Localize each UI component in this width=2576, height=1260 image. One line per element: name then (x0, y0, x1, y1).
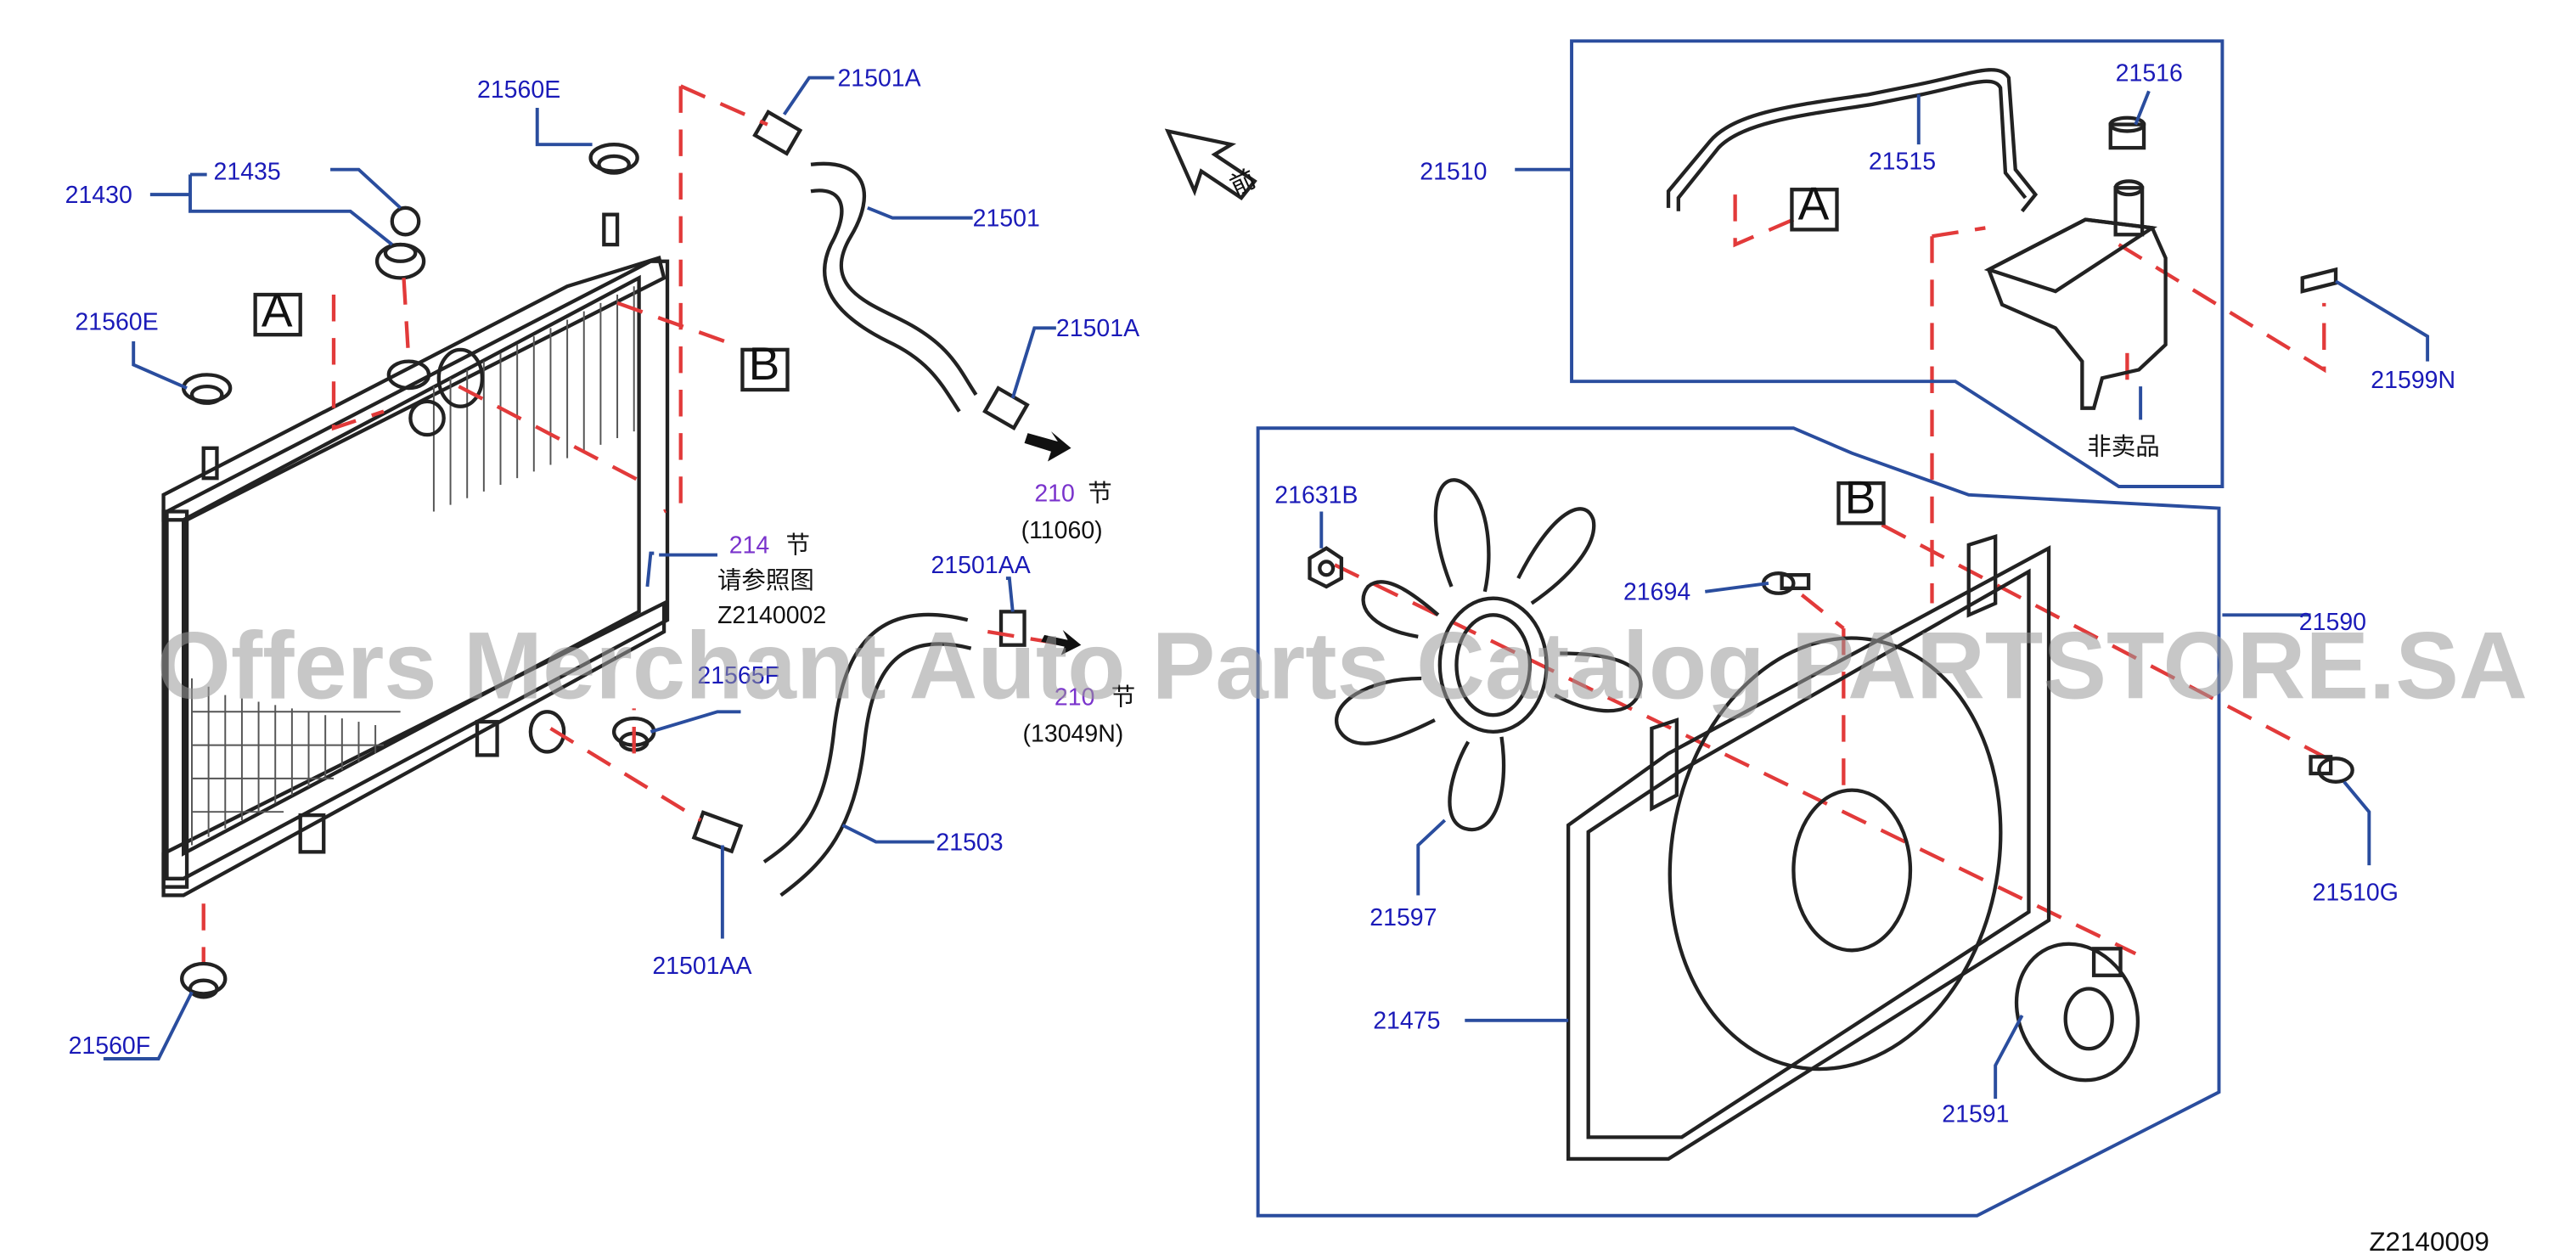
fan-shroud-part[interactable] (1566, 534, 2051, 1162)
upper-hose-21501[interactable] (752, 110, 1030, 431)
section-ref-214[interactable]: 214 (729, 532, 770, 560)
callout-box-b (740, 347, 790, 392)
section-ref-210-a-code: (11060) (1021, 517, 1103, 544)
part-label-21694[interactable]: 21694 (1623, 579, 1690, 606)
part-label-21560f[interactable]: 21560F (69, 1032, 151, 1060)
callout-box-a-tank (1790, 188, 1839, 232)
section-ref-210-a[interactable]: 210 (1034, 481, 1075, 508)
part-label-21516[interactable]: 21516 (2116, 60, 2183, 87)
part-label-21560e-top[interactable]: 21560E (477, 76, 560, 104)
grommet-21560e-left[interactable] (181, 373, 233, 405)
callout-box-a (253, 292, 302, 337)
part-label-21510[interactable]: 21510 (1420, 158, 1487, 185)
section-ref-210-b[interactable]: 210 (1055, 683, 1095, 711)
reservoir-hose-part[interactable] (1666, 68, 2039, 213)
part-label-21435[interactable]: 21435 (214, 158, 281, 185)
reservoir-group-frame (1570, 39, 2224, 488)
part-label-21501a-top[interactable]: 21501A (837, 65, 920, 92)
callout-a-tank-text: A (1798, 177, 1830, 230)
radiator-core-hatch-lower (190, 678, 401, 846)
bolt-21694-part[interactable] (1761, 571, 1811, 595)
part-label-21631b[interactable]: 21631B (1274, 482, 1358, 509)
callout-a-text: A (262, 284, 293, 336)
part-label-21515[interactable]: 21515 (1869, 149, 1936, 176)
front-arrow-icon (1164, 128, 1257, 200)
part-label-21590[interactable]: 21590 (2299, 609, 2366, 636)
bolt-21510g-part[interactable] (2309, 755, 2354, 784)
grommet-21560f[interactable] (180, 961, 228, 999)
part-label-21599n[interactable]: 21599N (2371, 367, 2455, 394)
part-label-21503[interactable]: 21503 (936, 829, 1003, 856)
part-label-21597[interactable]: 21597 (1370, 904, 1437, 931)
label-leader-lines (103, 76, 2430, 1100)
section-ref-210-b-suffix: 节 (1111, 683, 1135, 711)
section-ref-214-note: 请参照图 (717, 567, 814, 594)
cap-ball-part[interactable] (390, 205, 421, 237)
callout-b-text: B (749, 337, 780, 390)
fan-group-frame (1256, 426, 2221, 1218)
part-label-21501aa-bot[interactable]: 21501AA (652, 953, 751, 980)
callout-box-b-shroud (1836, 481, 1886, 526)
radiator-part[interactable] (161, 212, 670, 897)
part-label-21510g[interactable]: 21510G (2313, 879, 2399, 906)
front-label: 前 (1226, 165, 1261, 200)
fan-blade-part[interactable] (1335, 478, 1643, 832)
watermark-text: Offers Merchant Auto Parts Catalog PARTS… (157, 613, 2528, 719)
part-label-21475[interactable]: 21475 (1373, 1008, 1440, 1035)
diagram-code: Z2140009 (2369, 1227, 2489, 1257)
section-ref-214-code: Z2140002 (717, 602, 826, 629)
callout-b-shroud-text: B (1845, 470, 1876, 523)
section-ref-214-suffix: 节 (786, 532, 810, 560)
nut-21631b-part[interactable] (1308, 546, 1344, 589)
assembly-dash-lines (201, 84, 2329, 963)
reservoir-hose-part-inner (1676, 79, 2028, 211)
not-for-sale-label: 非卖品 (2087, 434, 2159, 461)
part-label-21591[interactable]: 21591 (1942, 1101, 2009, 1128)
part-label-21501a-mid[interactable]: 21501A (1056, 315, 1139, 342)
section-ref-210-a-suffix: 节 (1088, 481, 1111, 508)
part-label-21560e-left[interactable]: 21560E (75, 308, 158, 335)
label-21599n-part[interactable] (2300, 267, 2338, 294)
flow-arrow-icon (1024, 431, 1071, 462)
reservoir-tank-part[interactable] (1983, 179, 2168, 410)
reservoir-cap-part[interactable] (2108, 115, 2146, 150)
part-label-21430[interactable]: 21430 (65, 182, 132, 209)
flow-arrow-icon-2 (1041, 630, 1082, 655)
fan-motor-part[interactable] (1994, 924, 2159, 1100)
section-ref-210-b-code: (13049N) (1023, 721, 1124, 748)
part-label-21501[interactable]: 21501 (973, 205, 1040, 232)
radiator-cap-part[interactable] (374, 242, 426, 280)
part-label-21565f[interactable]: 21565F (697, 662, 779, 689)
grommet-21560e-top[interactable] (588, 143, 639, 175)
part-label-21501aa-top[interactable]: 21501AA (931, 552, 1030, 579)
